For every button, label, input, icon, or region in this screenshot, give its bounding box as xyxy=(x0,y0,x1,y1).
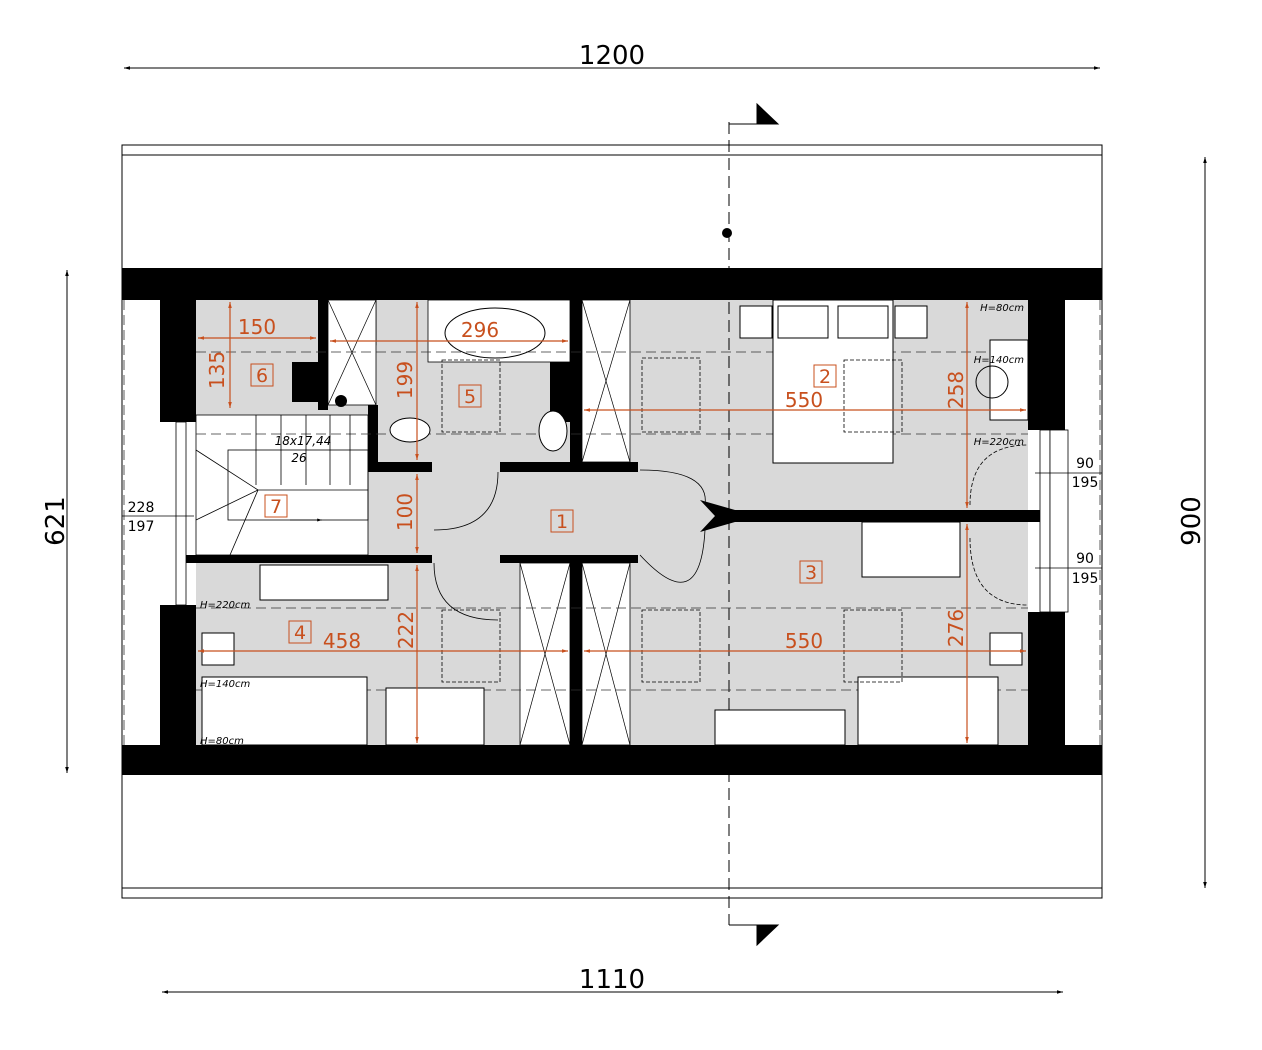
wardrobe-crosses xyxy=(327,299,631,746)
section-dot xyxy=(722,228,732,238)
room-dimension-lines xyxy=(198,302,1026,743)
room-6-number: 6 xyxy=(256,365,268,387)
window-width: 228 xyxy=(128,500,155,516)
r3-width: 550 xyxy=(785,629,823,653)
dimension-left: 621 xyxy=(41,496,71,546)
corridor-height: 100 xyxy=(393,493,417,531)
room-4-number: 4 xyxy=(294,622,306,644)
chimney-dot xyxy=(335,395,347,407)
window-height: 197 xyxy=(128,519,155,535)
door-swings xyxy=(433,444,1029,621)
room-7-number: 7 xyxy=(270,496,282,518)
window-width: 90 xyxy=(1076,456,1094,472)
height-note: H=140cm xyxy=(200,679,250,690)
room-5-number: 5 xyxy=(464,386,476,408)
walls xyxy=(122,268,1102,775)
r5-width: 296 xyxy=(461,318,499,342)
room-dimension-labels: 150 135 296 199 100 550 258 458 222 550 … xyxy=(205,315,968,653)
stair-steps: 18x17,44 xyxy=(275,434,332,448)
overall-dimensions xyxy=(65,66,1207,994)
height-note: H=220cm xyxy=(974,437,1024,448)
dimension-top: 1200 xyxy=(579,41,645,71)
stair-width: 26 xyxy=(291,451,307,465)
r2-height: 258 xyxy=(944,371,968,409)
room-3-number: 3 xyxy=(805,562,817,584)
r3-height: 276 xyxy=(944,609,968,647)
furniture xyxy=(201,299,1029,746)
skylights xyxy=(441,357,903,683)
section-line xyxy=(728,102,780,947)
height-note: H=80cm xyxy=(980,303,1024,314)
r4-width: 458 xyxy=(323,629,361,653)
height-note: H=220cm xyxy=(200,600,250,611)
r6-width: 150 xyxy=(238,315,276,339)
windows xyxy=(175,421,1069,613)
room-1-number: 1 xyxy=(556,511,568,533)
r5-height: 199 xyxy=(393,361,417,399)
room-2-number: 2 xyxy=(819,366,831,388)
r6-height: 135 xyxy=(205,351,229,389)
stairs xyxy=(195,415,369,556)
height-note: H=80cm xyxy=(200,736,244,747)
window-height: 195 xyxy=(1072,475,1099,491)
r2-width: 550 xyxy=(785,388,823,412)
roof-outline xyxy=(121,144,1103,899)
window-label-lines xyxy=(122,472,1102,569)
dimension-right: 900 xyxy=(1177,496,1207,546)
height-note: H=140cm xyxy=(974,355,1024,366)
window-width: 90 xyxy=(1076,551,1094,567)
window-height: 195 xyxy=(1072,571,1099,587)
dimension-bottom: 1110 xyxy=(579,965,645,995)
room-numbers xyxy=(250,363,837,644)
r4-height: 222 xyxy=(394,611,418,649)
